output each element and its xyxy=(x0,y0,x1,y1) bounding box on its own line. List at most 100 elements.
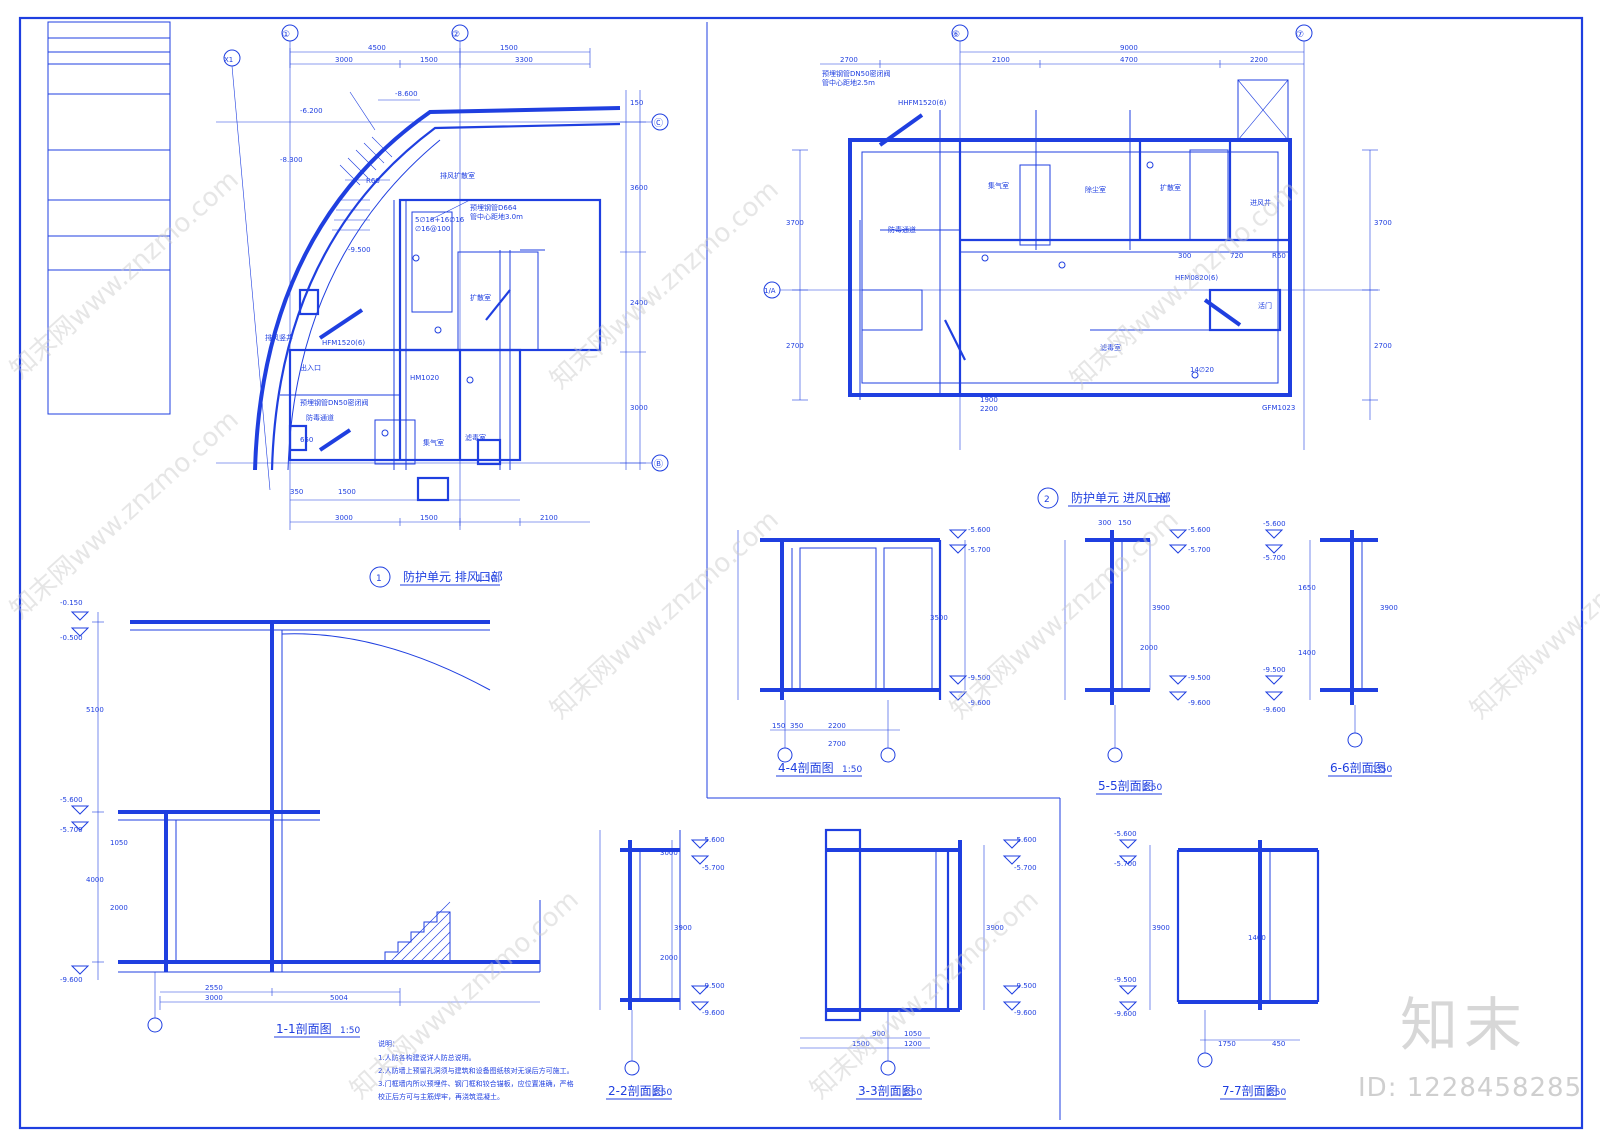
section-1-1 xyxy=(70,611,541,1033)
grid-label-7: ⑦ xyxy=(1296,30,1304,40)
plan2-title-bubble xyxy=(1037,487,1059,509)
plan1-dim-top-2: 3000 xyxy=(335,56,353,64)
s44-dim-4: 3500 xyxy=(930,614,948,622)
plan1-note-0: 5∅18+16∅16 xyxy=(415,216,465,224)
s11-elev-1: -0.500 xyxy=(60,634,83,642)
watermark-7: 知末网www.znzmo.com xyxy=(1465,505,1600,725)
s77-elev-3: -9.600 xyxy=(1114,1010,1137,1018)
s22-elev-2: -9.500 xyxy=(702,982,725,990)
plan2-dim-left-1: 2700 xyxy=(786,342,804,350)
section-3-3 xyxy=(800,828,1022,1076)
plan1-label-0: 排风扩散室 xyxy=(440,171,475,180)
s44-elev-2: -9.500 xyxy=(968,674,991,682)
grid-label-1a: 1/A xyxy=(764,287,776,295)
plan2-note-3: GFM1023 xyxy=(1262,404,1295,412)
s11-scale: 1:50 xyxy=(340,1026,360,1036)
watermark-layer: 知末网www.znzmo.com 知末网www.znzmo.com 知末网www… xyxy=(5,165,1600,1105)
plan2-dim-top-1: 2700 xyxy=(840,56,858,64)
s66-scale: 1:50 xyxy=(1372,765,1392,775)
s11-dim-2: 5004 xyxy=(330,994,348,1002)
plan2-label-4: 集气室 xyxy=(988,181,1009,190)
s66-elev-2: -9.500 xyxy=(1263,666,1286,674)
watermark-8: 知末网www.znzmo.com xyxy=(805,885,1045,1105)
s55-dim-0: 300 xyxy=(1098,519,1111,527)
plan1-note-4: 管中心距地3.0m xyxy=(470,212,523,221)
plan2-note-4: HFM0820(6) xyxy=(1175,274,1218,282)
grid-label-c: Ⓒ xyxy=(654,118,663,129)
s77-dim-1: 450 xyxy=(1272,1040,1285,1048)
s11-dim-1: 2550 xyxy=(205,984,223,992)
plan1-note-1: ∅16@100 xyxy=(415,225,450,233)
s44-title: 4-4剖面图 xyxy=(778,761,834,775)
s11-title: 1-1剖面图 xyxy=(276,1022,332,1036)
section-7-7 xyxy=(1118,839,1320,1068)
plan-1-exhaust xyxy=(216,24,669,530)
notes-line-2: 2.人防墙上预留孔洞须与建筑和设备图纸核对无误后方可施工。 xyxy=(378,1066,574,1075)
plan1-dim-right-2: 2400 xyxy=(630,299,648,307)
plan1-title: 防护单元 排风口部 xyxy=(403,569,503,584)
plan1-note-3: 预埋钢管D664 xyxy=(470,203,517,212)
s11-dim-4: 4000 xyxy=(86,876,104,884)
s44-dim-1: 2200 xyxy=(828,722,846,730)
s77-elev-0: -5.600 xyxy=(1114,830,1137,838)
s55-elev-1: -5.700 xyxy=(1188,546,1211,554)
plan1-note-10: -6.200 xyxy=(300,107,323,115)
s33-elev-2: -9.500 xyxy=(1014,982,1037,990)
plan1-note-5: 预埋钢管DN50密闭阀 xyxy=(300,398,369,407)
plan2-note-9: R60 xyxy=(1272,252,1286,260)
plan1-dim-right-3: 3000 xyxy=(630,404,648,412)
s11-elev-4: -9.600 xyxy=(60,976,83,984)
s33-title: 3-3剖面图 xyxy=(858,1084,914,1098)
plan1-title-bubble xyxy=(369,566,391,588)
s33-elev-1: -5.700 xyxy=(1014,864,1037,872)
notes-line-3: 3.门框墙内所以预埋件、钢门框和铰合锚板，应位置准确，严格 xyxy=(378,1079,574,1088)
s55-elev-3: -9.600 xyxy=(1188,699,1211,707)
plan1-dim-bottom-3: 1500 xyxy=(338,488,356,496)
s66-dim-2: 3900 xyxy=(1380,604,1398,612)
s33-elev-3: -9.600 xyxy=(1014,1009,1037,1017)
plan2-label-2: 滤毒室 xyxy=(1100,343,1121,352)
plan2-label-5: 进风井 xyxy=(1250,198,1271,207)
section-4-4 xyxy=(737,529,968,763)
section-5-5-text: -5.600 -5.700 -9.500 -9.600 300 150 2000… xyxy=(1096,519,1211,795)
watermark-5: 知末网www.znzmo.com xyxy=(545,505,785,725)
watermark-3: 知末网www.znzmo.com xyxy=(1065,175,1305,395)
plan1-dim-top-0: 4500 xyxy=(368,44,386,52)
s11-elev-2: -5.600 xyxy=(60,796,83,804)
plan2-note-5: 1900 xyxy=(980,396,998,404)
watermark-1: 知末网www.znzmo.com xyxy=(5,165,245,385)
plan-2-intake xyxy=(763,24,1380,450)
plan2-dim-top-3: 4700 xyxy=(1120,56,1138,64)
s66-elev-3: -9.600 xyxy=(1263,706,1286,714)
plan1-note-9: -8.300 xyxy=(280,156,303,164)
s77-dim-3: 1400 xyxy=(1248,934,1266,942)
plan1-note-8: -8.600 xyxy=(395,90,418,98)
section-5-5 xyxy=(1064,529,1188,763)
s77-elev-1: -5.700 xyxy=(1114,860,1137,868)
s22-title: 2-2剖面图 xyxy=(608,1084,664,1098)
title-block xyxy=(47,21,171,415)
plan1-scale: 1:50 xyxy=(476,574,496,584)
plan1-label-6: 出入口 xyxy=(300,363,321,372)
section-7-7-text: -5.600 -5.700 -9.500 -9.600 1750 450 390… xyxy=(1114,830,1286,1100)
watermark-6: 知末网www.znzmo.com xyxy=(945,505,1185,725)
plan1-dim-right-0: 150 xyxy=(630,99,643,107)
s22-elev-1: -5.700 xyxy=(702,864,725,872)
notes-heading: 说明： xyxy=(378,1039,399,1048)
section-4-4-text: -5.600 -5.700 -9.500 -9.600 2700 2200 15… xyxy=(772,526,991,777)
s33-dim-3: 1050 xyxy=(904,1030,922,1038)
s33-dim-1: 1200 xyxy=(904,1040,922,1048)
s11-elev-0: -0.150 xyxy=(60,599,83,607)
s66-title: 6-6剖面图 xyxy=(1330,761,1386,775)
s55-scale: 1:50 xyxy=(1142,783,1162,793)
s11-elev-3: -5.700 xyxy=(60,826,83,834)
s55-dim-1: 150 xyxy=(1118,519,1131,527)
section-1-1-text: -0.150 -0.500 -5.600 -5.700 -9.600 3000 … xyxy=(60,599,360,1038)
plan2-note-1: 预埋钢管DN50密闭阀 xyxy=(822,69,891,78)
plan1-dim-bottom-2: 2100 xyxy=(540,514,558,522)
s44-elev-1: -5.700 xyxy=(968,546,991,554)
plan1-note-11: R60 xyxy=(366,177,380,185)
plan2-scale: 1:50 xyxy=(1148,495,1168,505)
s44-dim-3: 350 xyxy=(790,722,803,730)
